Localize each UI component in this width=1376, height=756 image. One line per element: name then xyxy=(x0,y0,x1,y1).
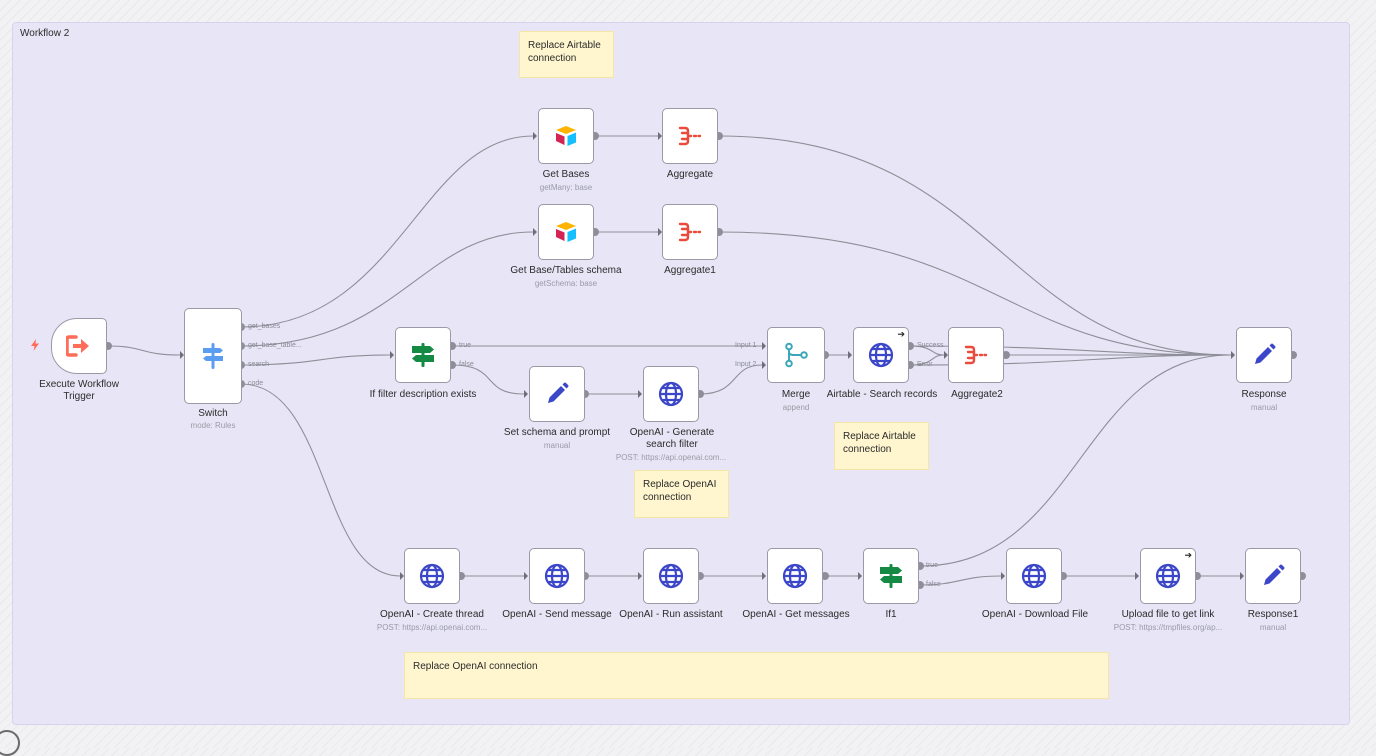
signs-icon xyxy=(412,343,434,367)
globe-icon xyxy=(1021,563,1047,589)
canvas-control-button[interactable] xyxy=(0,730,20,756)
signpost-icon xyxy=(203,343,223,369)
node-if1[interactable] xyxy=(863,548,919,604)
node-label: OpenAI - Run assistant xyxy=(619,609,723,620)
node-label: Merge xyxy=(781,389,811,400)
node-aggregate2[interactable] xyxy=(948,327,1004,383)
sticky-airtable-top[interactable]: Replace Airtable connection xyxy=(519,31,614,78)
node-label: Get Bases xyxy=(542,169,590,180)
node-label: Set schema and prompt xyxy=(503,427,611,438)
sticky-openai-bottom[interactable]: Replace OpenAI connection xyxy=(404,652,1109,699)
node-subtitle: POST: https://tmpfiles.org/ap... xyxy=(1113,623,1223,632)
globe-icon xyxy=(658,563,684,589)
airtable-logo-icon xyxy=(556,126,576,146)
arrow-right-from-bracket-icon xyxy=(66,335,89,357)
node-response1[interactable] xyxy=(1245,548,1301,604)
node-subtitle: POST: https://api.openai.com... xyxy=(615,453,727,462)
workflow-group-title: Workflow 2 xyxy=(20,28,70,39)
node-switch[interactable] xyxy=(184,308,242,404)
node-label: Aggregate xyxy=(666,169,714,180)
node-label: Get Base/Tables schema xyxy=(510,265,622,276)
node-label: Response xyxy=(1241,389,1287,400)
pen-icon xyxy=(548,382,569,403)
node-get-base-tables-schema[interactable] xyxy=(538,204,594,260)
signs-icon xyxy=(880,564,902,588)
node-subtitle: manual xyxy=(543,441,571,450)
node-label: Response1 xyxy=(1247,609,1299,620)
node-if-filter-description-exists[interactable] xyxy=(395,327,451,383)
node-label: Switch xyxy=(198,408,228,419)
node-subtitle: mode: Rules xyxy=(190,421,236,430)
port-label: Success xyxy=(917,342,944,349)
aggregate-icon xyxy=(678,126,702,146)
port-label: get_base_table... xyxy=(248,342,302,349)
node-aggregate1[interactable] xyxy=(662,204,718,260)
node-label: OpenAI - Download File xyxy=(981,609,1089,620)
node-airtable-search-records[interactable]: ➔ xyxy=(853,327,909,383)
port-label: false xyxy=(459,361,474,368)
node-execute-workflow-trigger[interactable] xyxy=(51,318,107,374)
node-subtitle: append xyxy=(782,403,810,412)
port-label: true xyxy=(459,342,472,349)
node-aggregate[interactable] xyxy=(662,108,718,164)
globe-icon xyxy=(419,563,445,589)
node-label: OpenAI - Send message xyxy=(502,609,612,620)
pen-icon xyxy=(1264,564,1285,585)
node-merge[interactable] xyxy=(767,327,825,383)
node-label: Execute Workflow Trigger xyxy=(39,379,119,402)
globe-icon xyxy=(658,381,684,407)
node-label: Aggregate1 xyxy=(664,265,716,276)
arrow-right-icon: ➔ xyxy=(1184,550,1192,560)
port-label: false xyxy=(926,581,941,588)
globe-icon xyxy=(544,563,570,589)
aggregate-icon xyxy=(964,345,988,365)
node-openai-send-message[interactable] xyxy=(529,548,585,604)
port-label: Error xyxy=(917,361,933,368)
node-label: Upload file to get link xyxy=(1121,609,1215,620)
arrow-right-icon: ➔ xyxy=(897,329,905,339)
node-openai-get-messages[interactable] xyxy=(767,548,823,604)
node-subtitle: getSchema: base xyxy=(534,279,598,288)
sticky-airtable-mid[interactable]: Replace Airtable connection xyxy=(834,422,929,470)
node-subtitle: manual xyxy=(1259,623,1287,632)
port-label: Input 1 xyxy=(735,342,757,349)
trigger-bolt-icon xyxy=(31,339,39,351)
port-label: get_bases xyxy=(248,323,281,330)
node-openai-run-assistant[interactable] xyxy=(643,548,699,604)
node-response[interactable] xyxy=(1236,327,1292,383)
node-label: OpenAI - Generate search filter xyxy=(629,427,715,450)
node-get-bases[interactable] xyxy=(538,108,594,164)
node-label: If filter description exists xyxy=(369,389,477,400)
node-set-schema-and-prompt[interactable] xyxy=(529,366,585,422)
pen-icon xyxy=(1255,343,1276,364)
aggregate-icon xyxy=(678,222,702,242)
port-label: Input 2 xyxy=(735,361,757,368)
port-label: true xyxy=(926,562,939,569)
node-subtitle: manual xyxy=(1250,403,1278,412)
node-openai-download-file[interactable] xyxy=(1006,548,1062,604)
port-label: code xyxy=(248,380,264,387)
node-label: OpenAI - Get messages xyxy=(742,609,850,620)
airtable-logo-icon xyxy=(556,222,576,242)
merge-icon xyxy=(785,342,808,368)
node-subtitle: getMany: base xyxy=(539,183,593,192)
globe-icon xyxy=(868,342,894,368)
node-label: OpenAI - Create thread xyxy=(380,609,484,620)
globe-icon xyxy=(782,563,808,589)
node-label: Aggregate2 xyxy=(951,389,1003,400)
port-label: search xyxy=(248,361,270,368)
globe-icon xyxy=(1155,563,1181,589)
node-label: If1 xyxy=(885,609,897,620)
node-upload-file-to-get-link[interactable]: ➔ xyxy=(1140,548,1196,604)
node-label: Airtable - Search records xyxy=(826,389,938,400)
node-openai-generate-search-filter[interactable] xyxy=(643,366,699,422)
sticky-openai-mid[interactable]: Replace OpenAI connection xyxy=(634,470,729,518)
node-subtitle: POST: https://api.openai.com... xyxy=(376,623,488,632)
node-openai-create-thread[interactable] xyxy=(404,548,460,604)
